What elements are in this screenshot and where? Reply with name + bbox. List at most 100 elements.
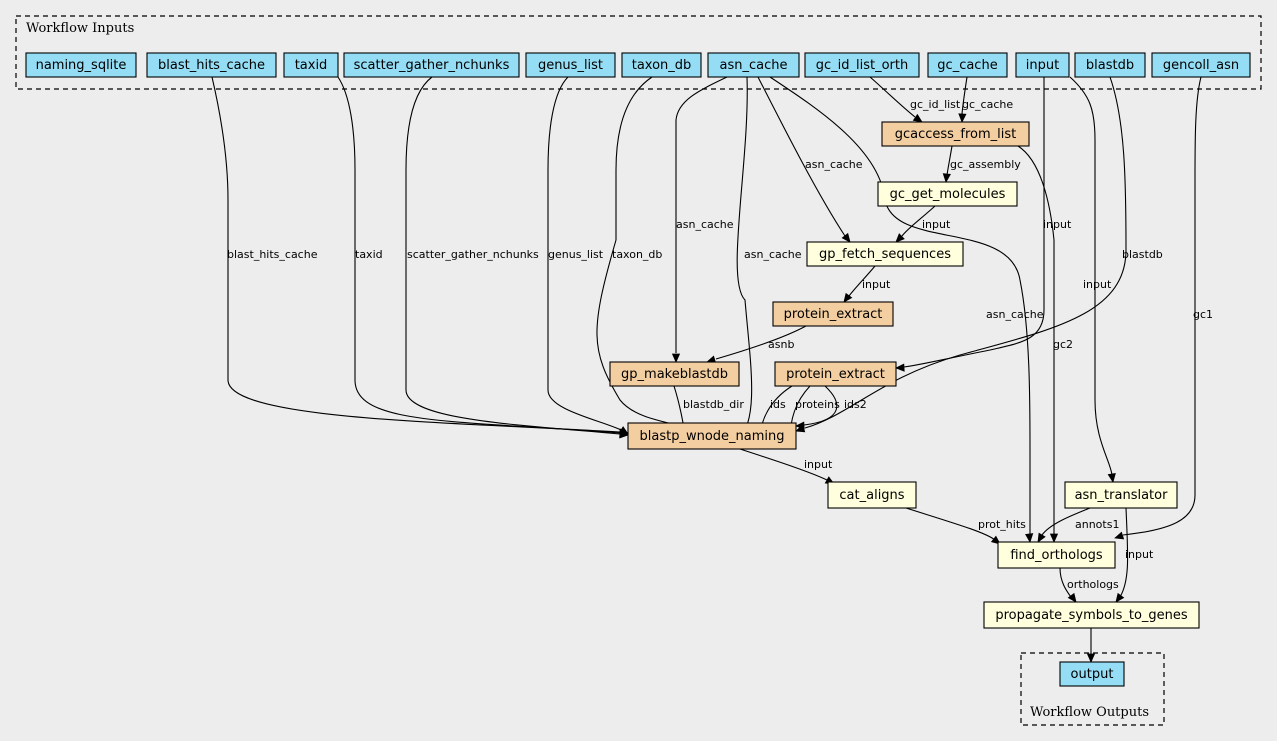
node-box (772, 301, 894, 327)
edge-genus_list-to-blastp_wnode_naming (547, 76, 629, 435)
edge-taxon_db-to-blastp_wnode_naming (596, 76, 731, 448)
node-asn-cache[interactable]: asn_cache (707, 52, 800, 78)
node-propagate-symbols-to-genes[interactable]: propagate_symbols_to_genes (983, 601, 1200, 629)
node-gc-id-list-orth[interactable]: gc_id_list_orth (804, 52, 920, 78)
arrowhead-icon (895, 363, 905, 372)
edge-asn_cache-to-blastp_wnode_naming (734, 76, 753, 448)
edge-protein_extract_2-to-blastp_wnode_naming (795, 385, 838, 430)
edge-label: gc_cache (962, 98, 1013, 111)
edge-gcaccess_from_list-to-gc_get_molecules (942, 145, 953, 183)
edge-label: ids2 (844, 398, 867, 411)
node-blastp-wnode-naming[interactable]: blastp_wnode_naming (627, 422, 797, 450)
edge-label: orthologs (1067, 578, 1119, 591)
edge-gp_fetch_sequences-to-protein_extract_1 (843, 265, 876, 303)
edge-label: scatter_gather_nchunks (407, 248, 539, 261)
node-label: propagate_symbols_to_genes (995, 608, 1188, 623)
edge-label: blastdb (1122, 248, 1163, 261)
node-label: gc_id_list_orth (816, 58, 909, 73)
node-gencoll-asn[interactable]: gencoll_asn (1151, 52, 1251, 78)
edge-propagate_symbols_to_genes-to-output (1086, 628, 1096, 663)
node-label: scatter_gather_nchunks (354, 58, 510, 73)
edge-line (405, 76, 621, 435)
node-box (1064, 481, 1178, 509)
node-box (1074, 52, 1146, 78)
node-taxid[interactable]: taxid (283, 52, 339, 78)
node-blast-hits-cache[interactable]: blast_hits_cache (146, 52, 277, 78)
node-genus-list[interactable]: genus_list (525, 52, 616, 78)
node-naming-sqlite[interactable]: naming_sqlite (25, 52, 137, 78)
edge-label: input (922, 218, 951, 231)
node-asn-translator[interactable]: asn_translator (1064, 481, 1178, 509)
edge-line (1122, 76, 1202, 536)
node-label: output (1071, 667, 1114, 682)
edge-line (905, 507, 996, 541)
node-box (774, 361, 897, 387)
node-label: input (1026, 58, 1059, 73)
node-protein-extract-2[interactable]: protein_extract (774, 361, 897, 387)
edge-input-to-asn_translator (1069, 76, 1116, 483)
node-label: gcaccess_from_list (895, 127, 1017, 142)
edge-line (903, 77, 1045, 368)
node-gp-makeblastdb[interactable]: gp_makeblastdb (609, 361, 740, 387)
arrowhead-icon (895, 233, 905, 243)
edge-line (1041, 507, 1091, 536)
edge-asn_cache-to-find_orthologs (769, 76, 1034, 543)
node-box (1151, 52, 1251, 78)
node-box (621, 52, 702, 78)
node-gp-fetch-sequences[interactable]: gp_fetch_sequences (806, 241, 964, 267)
edge-gcaccess_from_list-to-find_orthologs (1017, 145, 1059, 543)
node-taxon-db[interactable]: taxon_db (621, 52, 702, 78)
node-output[interactable]: output (1059, 661, 1125, 687)
edge-line (736, 76, 753, 441)
edges (211, 76, 1202, 663)
node-blastdb[interactable]: blastdb (1074, 52, 1146, 78)
node-label: asn_translator (1075, 488, 1169, 503)
edge-label: asn_cache (676, 218, 734, 231)
node-gc-get-molecules[interactable]: gc_get_molecules (877, 181, 1018, 207)
edge-label: input (1125, 548, 1154, 561)
edge-line (1119, 507, 1129, 598)
node-label: gp_fetch_sequences (819, 247, 951, 262)
node-box (627, 422, 797, 450)
edge-input-to-protein_extract_2 (895, 77, 1045, 372)
edge-label: annots1 (1075, 518, 1119, 531)
edge-asn_cache-to-gp_fetch_sequences (757, 76, 851, 243)
arrowhead-icon (1067, 592, 1077, 603)
arrowhead-icon (958, 113, 967, 123)
edge-label: ids (770, 398, 786, 411)
node-label: genus_list (538, 58, 603, 73)
edge-line (739, 448, 828, 481)
node-label: taxon_db (632, 58, 692, 73)
arrowhead-icon (942, 173, 951, 183)
workflow-outputs-label: Workflow Outputs (1030, 705, 1149, 720)
node-box (525, 52, 616, 78)
node-box (707, 52, 800, 78)
edge-find_orthologs-to-propagate_symbols_to_genes (1059, 567, 1077, 603)
clusters: Workflow Inputs Workflow Outputs (15, 15, 1262, 726)
edge-gencoll_asn-to-find_orthologs (1114, 76, 1202, 540)
arrowhead-icon (1049, 533, 1059, 543)
edge-label: gc_assembly (950, 158, 1021, 171)
node-box (806, 241, 964, 267)
node-cat-aligns[interactable]: cat_aligns (827, 481, 917, 509)
edge-label: taxon_db (612, 248, 662, 261)
edge-line (211, 76, 621, 433)
edge-label: input (862, 278, 891, 291)
arrowhead-icon (1114, 531, 1125, 540)
node-input[interactable]: input (1015, 52, 1070, 78)
node-label: blastdb (1086, 58, 1134, 73)
node-gc-cache[interactable]: gc_cache (927, 52, 1008, 78)
node-protein-extract-1[interactable]: protein_extract (772, 301, 894, 327)
node-label: protein_extract (786, 367, 885, 382)
edge-label: input (1083, 278, 1112, 291)
arrowhead-icon (1115, 592, 1125, 603)
edge-line (337, 76, 621, 434)
node-gcaccess-from-list[interactable]: gcaccess_from_list (881, 121, 1030, 147)
node-box (877, 181, 1018, 207)
edge-label: taxid (355, 248, 383, 261)
node-scatter-gather-nchunks[interactable]: scatter_gather_nchunks (343, 52, 520, 78)
node-find-orthologs[interactable]: find_orthologs (997, 541, 1116, 569)
edge-line (804, 76, 1127, 429)
